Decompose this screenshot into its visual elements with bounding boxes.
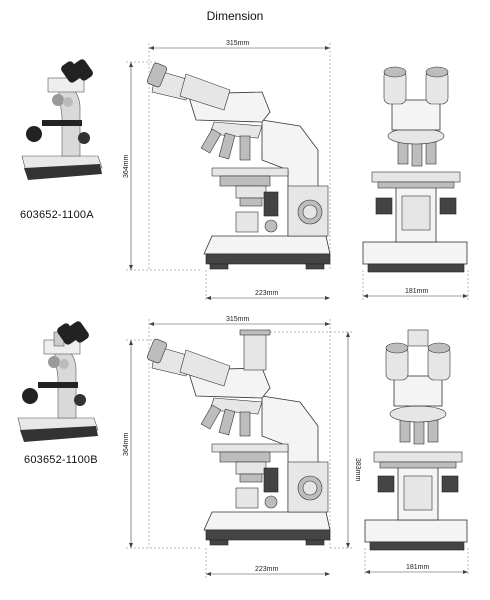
model-b-height-label: 364mm <box>123 432 130 456</box>
model-a-front-microscope <box>362 66 468 273</box>
model-b-front-microscope <box>364 329 468 551</box>
model-b-side-microscope <box>146 329 331 546</box>
model-a-depth-label: 223mm <box>255 290 279 297</box>
model-a-label: 603652-1100A <box>20 209 94 221</box>
model-b-height-total-label: 383mm <box>354 458 361 482</box>
model-b-depth-label: 223mm <box>255 566 279 573</box>
model-b-front-width-label: 181mm <box>406 564 430 571</box>
model-a-front-width-label: 181mm <box>405 288 429 295</box>
model-b-width-label: 315mm <box>226 316 250 323</box>
model-a-height-label: 364mm <box>123 154 130 178</box>
model-a-side-microscope <box>146 62 331 270</box>
model-b-label: 603652-1100B <box>24 454 98 466</box>
page-title: Dimension <box>206 9 264 23</box>
model-a-width-label: 315mm <box>226 40 250 47</box>
